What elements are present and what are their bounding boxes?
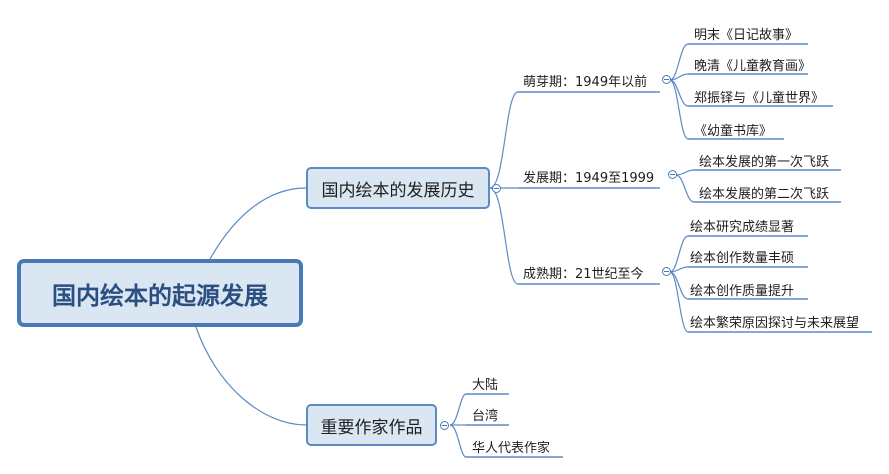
subtopic-sprouting-stage[interactable]: 萌芽期：1949年以前 (523, 75, 648, 90)
leaf-topic[interactable]: 绘本创作数量丰硕 (690, 251, 795, 266)
leaf-topic[interactable]: 绘本发展的第一次飞跃 (699, 155, 830, 170)
subtopic-mature-stage[interactable]: 成熟期：21世纪至今 (523, 267, 644, 282)
subtopic-development-stage[interactable]: 发展期：1949至1999 (523, 171, 655, 186)
collapse-sprouting-icon[interactable] (662, 75, 671, 84)
leaf-topic[interactable]: 绘本繁荣原因探讨与未来展望 (690, 316, 860, 331)
leaf-topic[interactable]: 晚清《儿童教育画》 (694, 59, 812, 74)
collapse-development-icon[interactable] (668, 170, 677, 179)
leaf-topic[interactable]: 绘本研究成绩显著 (690, 220, 795, 235)
leaf-topic[interactable]: 绘本发展的第二次飞跃 (699, 187, 830, 202)
collapse-history-icon[interactable] (492, 184, 501, 193)
leaf-topic[interactable]: 华人代表作家 (472, 441, 551, 456)
leaf-topic[interactable]: 台湾 (472, 409, 499, 424)
leaf-topic[interactable]: 大陆 (472, 378, 499, 393)
topic-development-history[interactable]: 国内绘本的发展历史 (306, 167, 490, 209)
collapse-authors-icon[interactable] (440, 421, 449, 430)
topic-important-authors[interactable]: 重要作家作品 (306, 404, 437, 446)
root-topic[interactable]: 国内绘本的起源发展 (17, 259, 303, 327)
leaf-topic[interactable]: 明末《日记故事》 (694, 28, 799, 43)
leaf-topic[interactable]: 《幼童书库》 (694, 124, 773, 139)
collapse-mature-icon[interactable] (662, 267, 671, 276)
leaf-topic[interactable]: 绘本创作质量提升 (690, 284, 795, 299)
leaf-topic[interactable]: 郑振铎与《儿童世界》 (694, 91, 825, 106)
